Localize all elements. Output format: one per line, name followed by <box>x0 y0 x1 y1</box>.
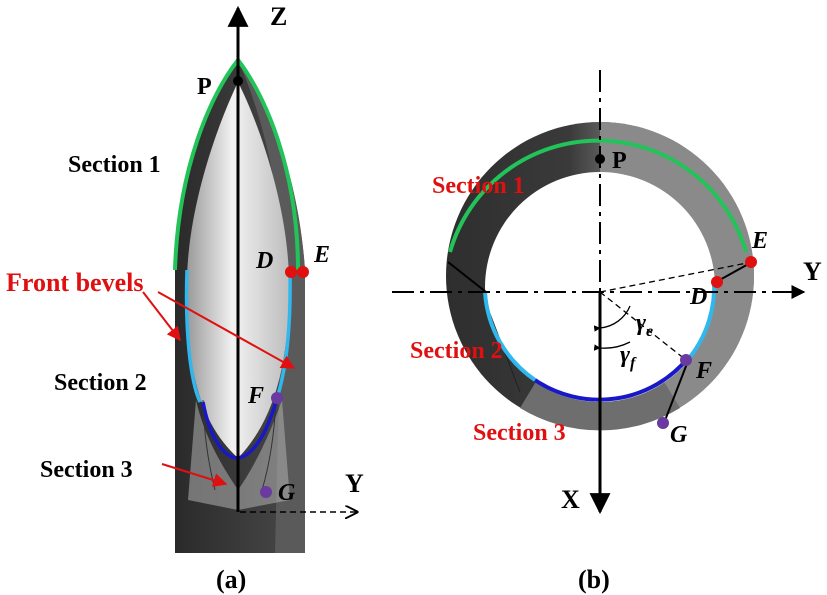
panel-b: Y X P D E F G γe γf Section 1 Section 2 … <box>392 70 822 594</box>
point-p-label-a: P <box>197 74 212 100</box>
point-f-label-b: F <box>695 358 712 384</box>
section3-edge-b <box>533 356 690 402</box>
point-g-label-a: G <box>278 480 296 506</box>
gamma-e-arc <box>593 305 631 332</box>
cut-line-left <box>447 261 487 293</box>
point-d-label-a: D <box>255 248 273 274</box>
gamma-e-label: γe <box>636 310 653 340</box>
point-d-b <box>711 276 723 288</box>
point-e-label-a: E <box>313 242 330 268</box>
ring-inner <box>485 172 715 402</box>
section1-edge-b <box>448 138 748 253</box>
point-d-a <box>285 266 297 278</box>
ray-e <box>599 261 753 293</box>
axis-x-label-b: X <box>561 485 580 514</box>
cut-line-e <box>715 261 753 283</box>
section3-label-a: Section 3 <box>40 457 133 483</box>
point-e-label-b: E <box>751 228 768 254</box>
point-e-b <box>745 256 757 268</box>
section3-label-b: Section 3 <box>473 420 566 446</box>
caption-b: (b) <box>578 565 610 594</box>
section2-label-a: Section 2 <box>54 370 147 396</box>
axis-z-label: Z <box>270 2 287 31</box>
bevel-arrow-1 <box>142 291 181 342</box>
section2-edge-b-right <box>688 279 717 359</box>
point-g-label-b: G <box>670 422 688 448</box>
ray-f <box>599 291 687 361</box>
section2-edge-left <box>184 269 202 403</box>
point-g-a <box>260 486 272 498</box>
point-f-label-a: F <box>247 383 264 409</box>
axis-y-label-b: Y <box>803 257 822 286</box>
section3-arrow-a <box>161 463 228 487</box>
point-p-label-b: P <box>612 148 627 174</box>
point-p-a <box>233 76 243 86</box>
point-g-b <box>657 417 669 429</box>
gamma-f-label: γf <box>620 342 637 372</box>
gamma-f-arc <box>593 341 631 351</box>
bevel-arrow-2 <box>157 291 296 369</box>
caption-a: (a) <box>216 565 246 594</box>
point-p-b <box>595 154 605 164</box>
point-f-b <box>680 354 692 366</box>
point-f-a <box>271 392 283 404</box>
point-d-label-b: D <box>689 284 707 310</box>
section2-edge-b-left <box>483 291 537 382</box>
cut-line-g <box>663 360 689 424</box>
axis-y-label-a: Y <box>345 469 364 498</box>
point-e-a <box>297 266 309 278</box>
section2-label-b: Section 2 <box>410 338 503 364</box>
panel-a: Z Y P D E F G Section 1 Section 2 Sectio… <box>6 2 364 594</box>
section1-label-a: Section 1 <box>68 152 161 178</box>
section1-label-b: Section 1 <box>432 173 525 199</box>
section2-edge-right <box>275 271 292 399</box>
front-bevels-label: Front bevels <box>6 268 143 297</box>
